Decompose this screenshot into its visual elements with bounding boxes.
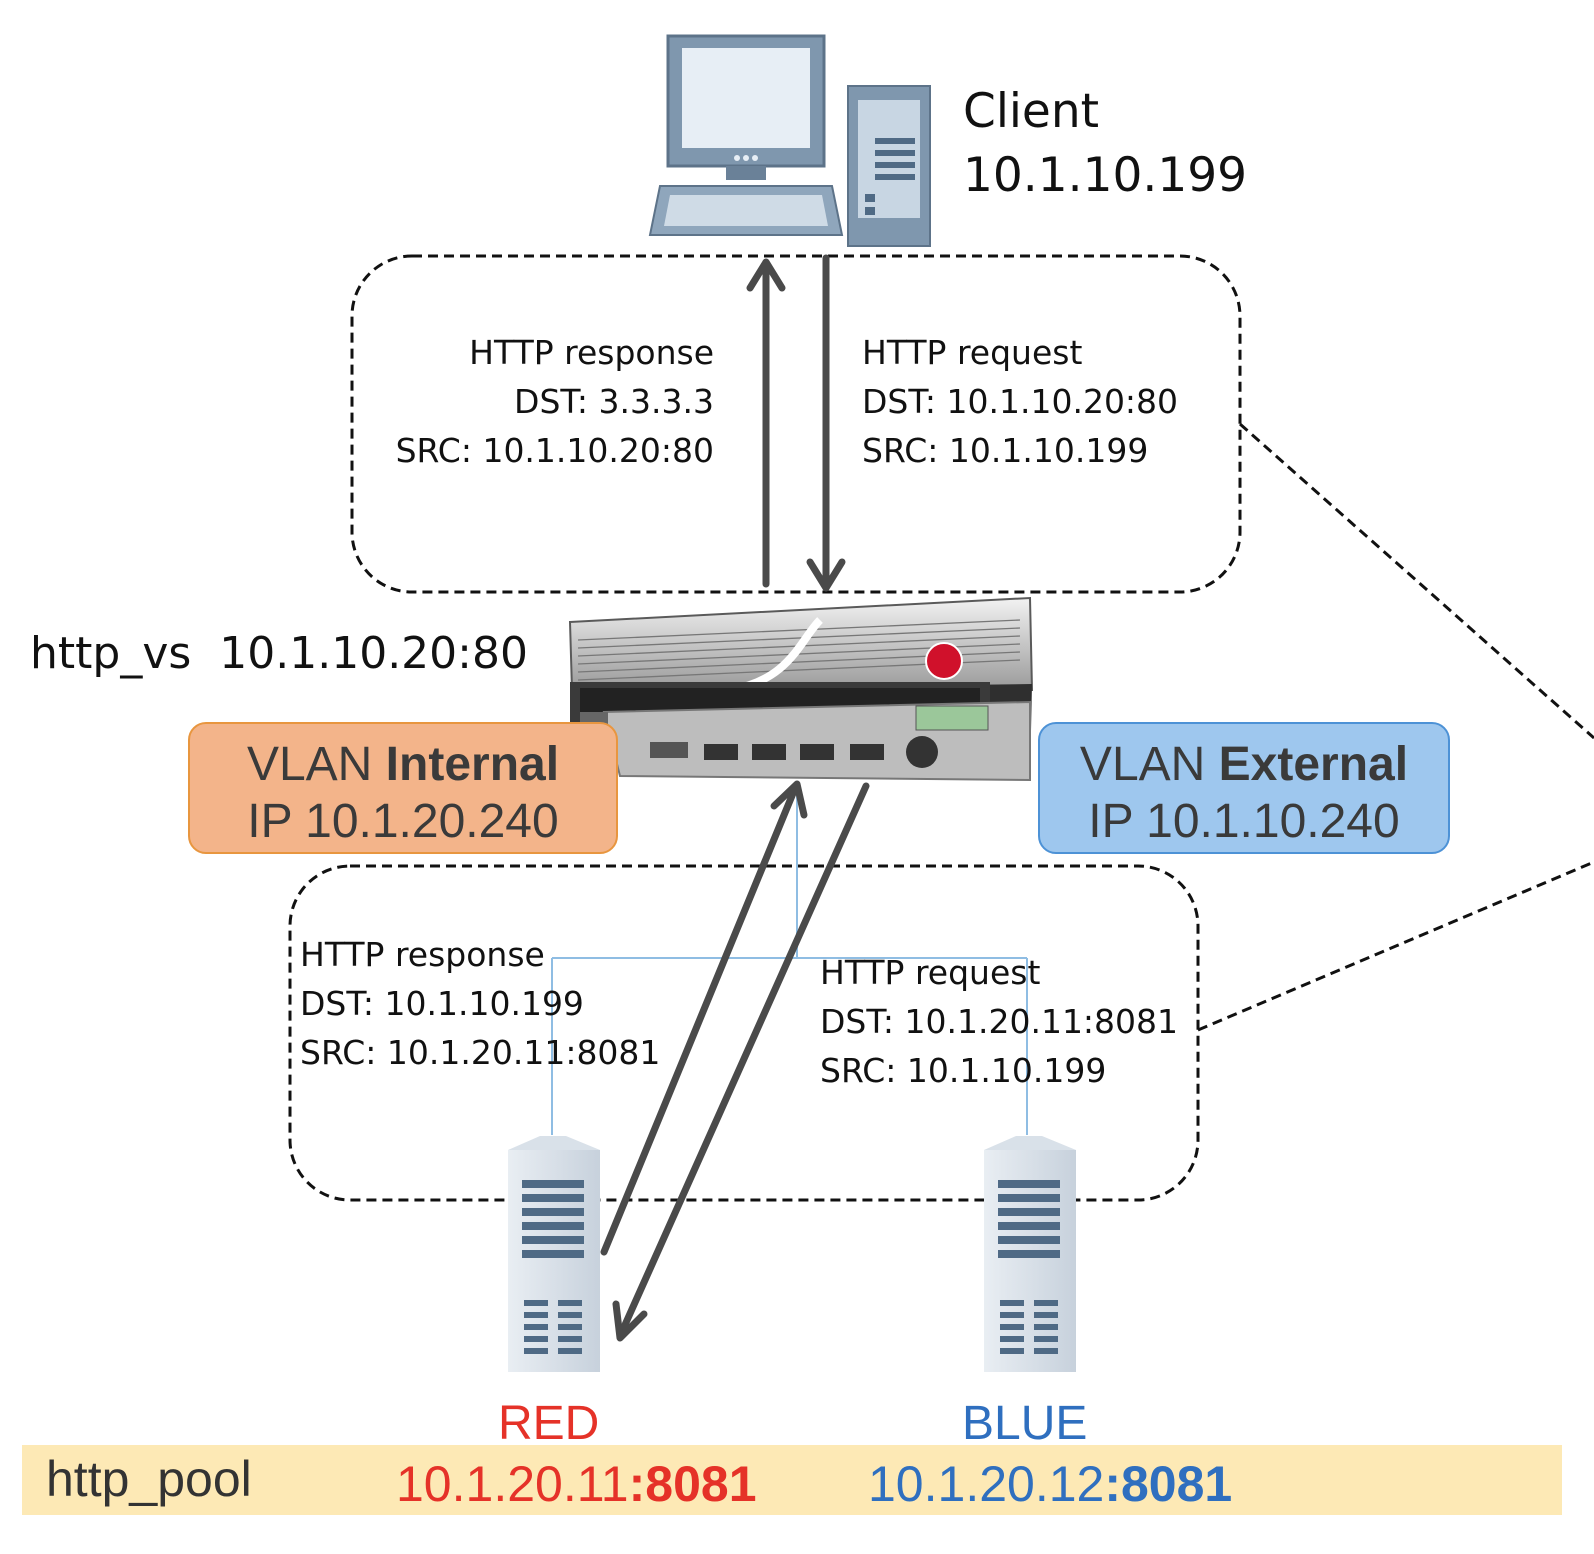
- network-lines: [551, 790, 1028, 1135]
- server-red-label: RED: [498, 1397, 600, 1450]
- pool-member-red-port: :8081: [628, 1456, 757, 1512]
- top-response-dst: DST: 3.3.3.3: [514, 382, 714, 421]
- callout-line-top: [1239, 422, 1594, 740]
- vlan-internal-name: Internal: [385, 738, 560, 791]
- arrow-top-response: [746, 258, 786, 588]
- vlan-internal-prefix: VLAN: [246, 738, 386, 791]
- vlan-external-prefix: VLAN: [1079, 738, 1219, 791]
- pool-member-blue-addr: 10.1.20.12: [868, 1456, 1105, 1512]
- vlan-internal-box: VLAN Internal IP 10.1.20.240: [188, 722, 618, 854]
- vlan-external-ip: IP 10.1.10.240: [1088, 795, 1400, 848]
- pool-member-blue: 10.1.20.12:8081: [868, 1455, 1232, 1513]
- top-flow-box: [350, 254, 1242, 594]
- server-blue-label: BLUE: [962, 1397, 1088, 1450]
- bottom-flow-box: [288, 864, 1200, 1202]
- bottom-request-labels: HTTP request DST: 10.1.20.11:8081 SRC: 1…: [820, 948, 1178, 1095]
- vlan-internal-ip: IP 10.1.20.240: [247, 795, 559, 848]
- vlan-external-box: VLAN External IP 10.1.10.240: [1038, 722, 1450, 854]
- arrow-bottom-request: [612, 782, 870, 1342]
- bottom-response-src: SRC: 10.1.20.11:8081: [300, 1033, 661, 1072]
- top-response-src: SRC: 10.1.10.20:80: [395, 431, 714, 470]
- pool-member-red: 10.1.20.11:8081: [396, 1455, 757, 1513]
- callout-line-bottom: [1197, 860, 1594, 1032]
- top-request-dst: DST: 10.1.10.20:80: [862, 382, 1179, 421]
- arrow-bottom-response: [600, 780, 808, 1256]
- bottom-response-title: HTTP response: [300, 935, 545, 974]
- pool-member-blue-port: :8081: [1104, 1456, 1233, 1512]
- bottom-request-dst: DST: 10.1.20.11:8081: [820, 1002, 1179, 1041]
- pool-member-red-addr: 10.1.20.11: [396, 1456, 629, 1512]
- client-name: Client: [963, 84, 1100, 139]
- arrow-top-request: [806, 254, 846, 592]
- top-request-labels: HTTP request DST: 10.1.10.20:80 SRC: 10.…: [862, 328, 1178, 475]
- top-request-title: HTTP request: [862, 333, 1083, 372]
- virtual-server-label: http_vs 10.1.10.20:80: [30, 628, 528, 679]
- bottom-request-title: HTTP request: [820, 953, 1041, 992]
- client-computer-icon: [648, 34, 931, 247]
- client-ip: 10.1.10.199: [963, 148, 1248, 203]
- server-blue-icon: [984, 1136, 1076, 1372]
- pool-label: http_pool: [46, 1451, 252, 1507]
- top-request-src: SRC: 10.1.10.199: [862, 431, 1149, 470]
- top-response-title: HTTP response: [469, 333, 714, 372]
- f5-bigip-device-icon: [568, 596, 1034, 782]
- bottom-response-dst: DST: 10.1.10.199: [300, 984, 584, 1023]
- top-response-labels: HTTP response DST: 3.3.3.3 SRC: 10.1.10.…: [396, 328, 714, 475]
- pool-bar: [22, 1445, 1562, 1515]
- vlan-external-name: External: [1218, 738, 1409, 791]
- bottom-response-labels: HTTP response DST: 10.1.10.199 SRC: 10.1…: [300, 930, 660, 1077]
- bottom-request-src: SRC: 10.1.10.199: [820, 1051, 1107, 1090]
- server-red-icon: [508, 1136, 600, 1372]
